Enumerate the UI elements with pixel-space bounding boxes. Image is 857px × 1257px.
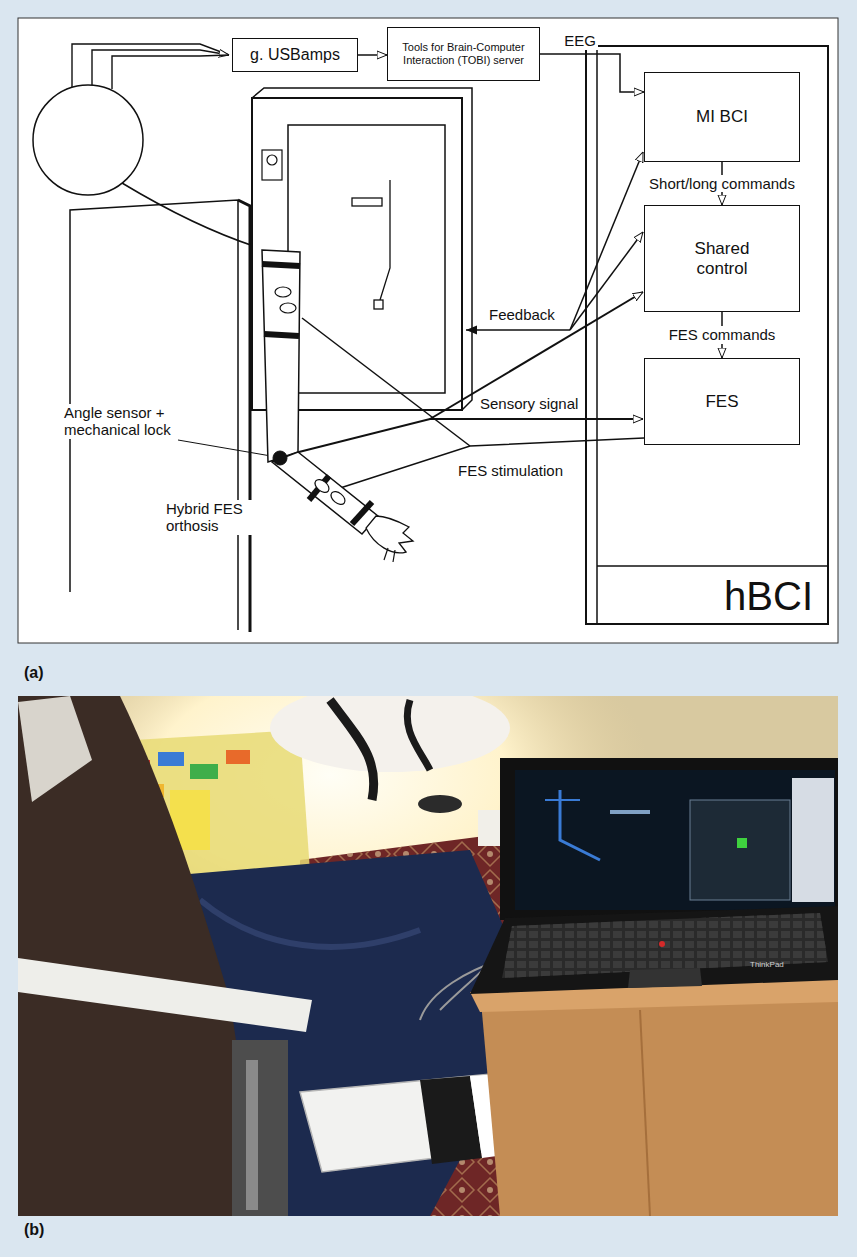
process-box: Shared control	[644, 205, 800, 312]
system-frame-lines	[597, 565, 829, 567]
laptop	[690, 800, 790, 900]
wheelchair	[246, 1060, 258, 1210]
cabinet	[470, 978, 838, 1216]
system-frame-lines	[597, 45, 829, 625]
cabinet	[640, 1010, 650, 1216]
laptop	[659, 941, 665, 947]
edge-label: EEG	[562, 32, 598, 49]
harness-strap	[18, 958, 312, 1032]
plush-toy	[407, 700, 430, 770]
layout-lines	[570, 152, 643, 330]
user-head	[33, 85, 143, 195]
signal-arrow	[540, 54, 644, 92]
layout-lines	[287, 419, 643, 455]
system-frame-lines	[596, 45, 598, 625]
hybrid-orthosis	[262, 250, 300, 462]
layout-lines	[302, 318, 470, 446]
node-text: Tools for Brain-Computer Interaction (TO…	[400, 41, 528, 66]
toy-box	[158, 752, 184, 766]
feedback-monitor	[267, 155, 277, 165]
wheelchair	[232, 1040, 288, 1216]
node-text: hBCI	[724, 573, 813, 619]
chair	[238, 200, 250, 632]
laptop	[515, 770, 835, 910]
hybrid-orthosis	[384, 548, 395, 562]
hybrid-orthosis	[352, 502, 372, 524]
layout-lines	[178, 440, 271, 456]
headrest-strap	[18, 696, 92, 802]
edge-label: Short/long commands	[647, 175, 797, 192]
signal-label: Feedback	[487, 306, 557, 323]
layout-lines	[334, 438, 644, 490]
amplifier-box: g. USBamps	[232, 38, 358, 72]
user-head	[122, 183, 266, 250]
plush-toy	[418, 795, 462, 813]
hybrid-orthosis	[275, 287, 291, 297]
laptop	[737, 838, 747, 848]
hybrid-orthosis	[329, 489, 348, 507]
hybrid-orthosis	[313, 477, 332, 495]
signal-label: Sensory signal	[478, 395, 580, 412]
process-box: FES	[644, 358, 800, 445]
toy-box	[190, 764, 218, 779]
hybrid-orthosis	[272, 452, 378, 534]
server-box: Tools for Brain-Computer Interaction (TO…	[387, 27, 540, 81]
wheelchair	[232, 1040, 288, 1216]
laptop	[792, 778, 834, 902]
laptop	[628, 968, 702, 988]
hybrid-orthosis	[262, 250, 413, 562]
feedback-monitor	[380, 180, 390, 300]
signal-arrow	[358, 54, 387, 56]
feedback-monitor	[288, 125, 445, 393]
plush-toy	[270, 696, 510, 772]
layout-lines	[466, 329, 570, 331]
laptop	[502, 913, 828, 978]
process-box: MI BCI	[644, 72, 800, 162]
node-text: g. USBamps	[250, 46, 340, 64]
laptop	[470, 906, 838, 994]
feedback-monitor	[352, 198, 382, 206]
brand-label: ThinkPad	[748, 960, 786, 969]
plush-toy	[330, 700, 374, 800]
jeans-fold	[200, 900, 420, 947]
panel-label: (b)	[22, 1221, 46, 1239]
layout-lines	[178, 152, 644, 490]
jacket	[18, 696, 262, 1216]
hybrid-orthosis	[262, 264, 300, 266]
user-head	[33, 85, 266, 250]
laptop	[470, 758, 838, 994]
laptop	[500, 758, 838, 920]
photo	[18, 696, 838, 1216]
plush-toy	[270, 696, 510, 813]
part-label: Angle sensor + mechanical lock	[62, 404, 216, 439]
node-text: Shared control	[682, 239, 762, 278]
hybrid-orthosis	[280, 303, 296, 313]
laptop	[610, 810, 650, 814]
panel-label: (a)	[22, 664, 46, 682]
layout-lines	[570, 232, 643, 330]
laptop	[545, 799, 580, 801]
signal-label: FES stimulation	[456, 462, 565, 479]
feedback-monitor	[374, 300, 383, 309]
hybrid-orthosis	[264, 334, 299, 336]
laptop	[502, 913, 828, 978]
cabinet	[480, 978, 838, 1216]
layout-lines	[430, 292, 643, 419]
edge-label: FES commands	[667, 326, 778, 343]
hybrid-orthosis	[366, 516, 413, 553]
part-label: Hybrid FES orthosis	[164, 500, 268, 535]
panel-frame	[18, 18, 838, 643]
electrode-wires	[112, 55, 229, 89]
feedback-monitor	[262, 150, 282, 180]
hybrid-orthosis	[273, 451, 287, 465]
toy-box	[226, 750, 250, 764]
node-text: MI BCI	[696, 107, 748, 127]
node-text: FES	[705, 392, 738, 412]
